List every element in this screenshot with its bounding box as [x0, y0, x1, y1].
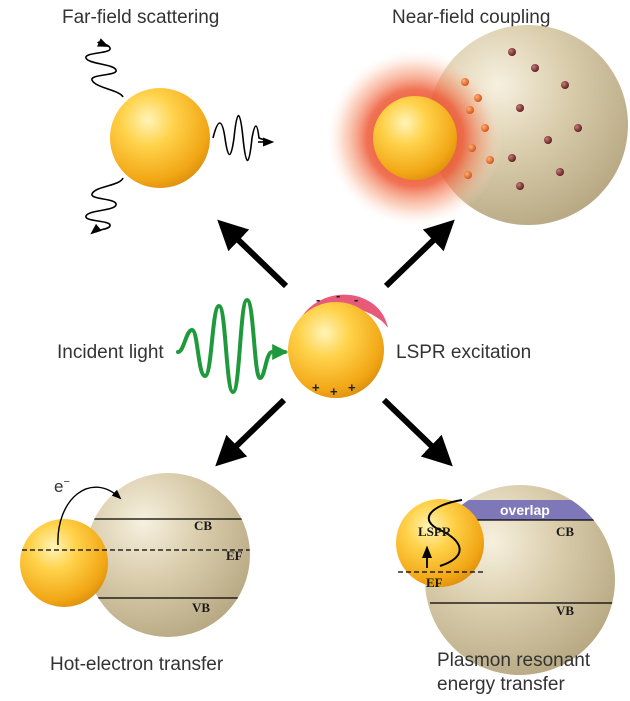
gold-nanoparticle-prt — [396, 499, 484, 587]
incident-wave — [176, 297, 289, 395]
carrier-dots — [461, 48, 582, 190]
ef-label-hot: EF — [226, 548, 243, 563]
cb-label-prt: CB — [556, 524, 574, 539]
cb-label-hot: CB — [194, 518, 212, 533]
lspr-curve — [427, 499, 463, 567]
arrow-to-near-field — [383, 219, 455, 289]
vb-label-prt: VB — [556, 603, 574, 618]
svg-text:+: + — [348, 380, 356, 395]
incident-light-label: Incident light — [57, 342, 164, 363]
overlap-label: overlap — [500, 502, 550, 518]
surface-charges: - - - + + + — [312, 288, 358, 399]
svg-text:+: + — [330, 384, 338, 399]
overlap-band — [430, 500, 615, 520]
svg-text:-: - — [316, 292, 320, 307]
prt-label-line1: Plasmon resonant — [437, 650, 591, 671]
arrow-to-hot-electron — [215, 397, 287, 467]
arrow-to-plasmon-energy — [381, 397, 453, 467]
electron-label: e− — [54, 476, 70, 496]
prt-label-line2: energy transfer — [437, 674, 565, 695]
scattered-wave-lower-left — [85, 177, 124, 235]
gold-nanoparticle-hot-electron — [20, 519, 108, 607]
lspr-label: LSPR — [418, 524, 452, 539]
vb-label-hot: VB — [192, 600, 210, 615]
gold-nanoparticle-near-field — [373, 96, 457, 180]
lspr-particle — [288, 294, 388, 398]
near-field-label: Near-field coupling — [392, 7, 550, 28]
arrow-to-far-field — [217, 219, 289, 289]
electron-transfer-arrow — [57, 486, 122, 546]
scattered-wave-upper-left — [85, 38, 124, 98]
ef-label-prt: EF — [426, 575, 443, 590]
svg-text:-: - — [354, 292, 358, 307]
svg-text:-: - — [336, 288, 340, 303]
svg-text:+: + — [312, 380, 320, 395]
gold-nanoparticle-far-field — [110, 88, 210, 188]
scattered-wave-right — [212, 114, 275, 162]
hot-electron-label: Hot-electron transfer — [50, 654, 224, 675]
semiconductor-hot-electron — [86, 473, 250, 637]
far-field-label: Far-field scattering — [62, 7, 219, 28]
lspr-excitation-label: LSPR excitation — [396, 342, 531, 363]
